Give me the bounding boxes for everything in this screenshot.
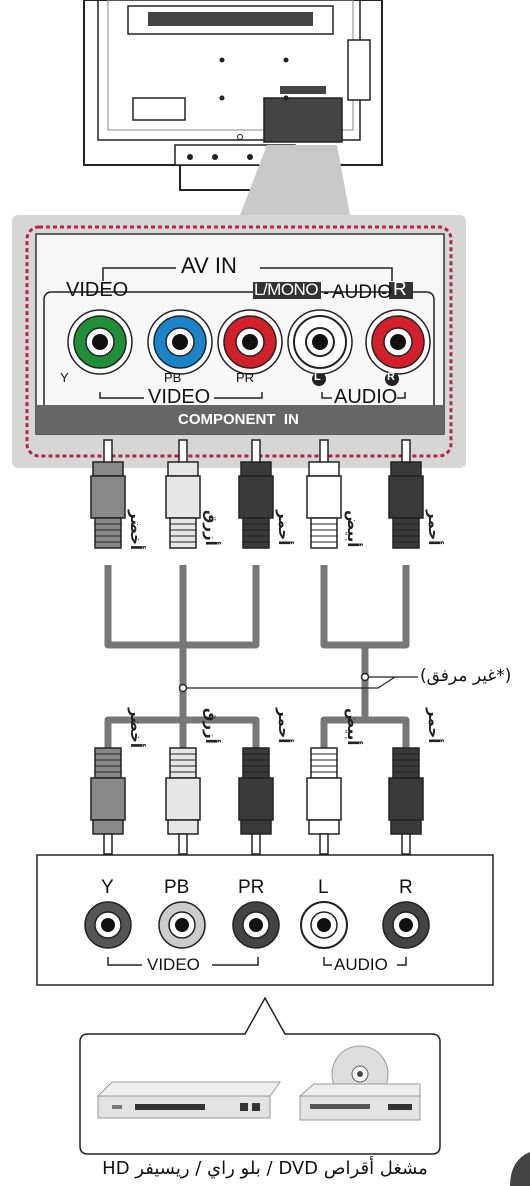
component-in-label: COMPONENT IN [178,411,299,428]
device-jack-label-pr: PR [238,877,265,898]
lower-cable-color-2: أزرق [202,708,220,744]
jack-label-y: Y [60,370,69,385]
cable-wires [104,565,410,760]
upper-cable-color-5: أحمر [425,510,443,546]
panel-dash-2: - [381,282,387,302]
upper-plug-blue [165,439,201,549]
upper-plugs [90,439,424,549]
device-jack-label-r: R [399,877,413,898]
upper-cable-color-1: أخضر [127,510,145,551]
panel-dash-1: - [323,282,329,302]
device-jack-y [84,901,132,949]
av-in-label: AV IN [181,253,237,278]
device-audio-group-label: AUDIO [334,955,388,974]
not-supplied-pointer [178,672,418,693]
lower-plug-green [90,747,126,855]
upper-cable-color-2: أزرق [202,510,220,546]
device-caption: مشغل أقراص DVD / بلو راي / ريسيفر HD [102,1158,428,1179]
device-jack-label-l: L [318,877,329,898]
jack-label-pr: PR [236,370,255,385]
device-jack-r [382,901,430,949]
lower-cable-color-3: أحمر [275,708,293,744]
upper-cable-color-3: أحمر [275,510,293,546]
device-video-group-label: VIDEO [147,955,200,974]
lower-plug-red [388,747,424,855]
lower-cable-color-4: أبيض [344,708,362,746]
tv-back-illustration [83,0,383,215]
jack-audio-r-red [365,309,431,375]
lower-plugs [90,747,424,855]
upper-plug-green [90,439,126,549]
device-jack-label-pb: PB [164,877,190,898]
tv-jacks [67,309,431,375]
jack-label-r: R [387,371,395,383]
device-callout [79,996,441,1155]
disc-player-icon [298,1045,421,1121]
jack-label-l: L [314,371,321,383]
video-label: VIDEO [66,279,129,301]
page-corner-accent [510,1152,530,1186]
device-jack-pb [158,901,206,949]
device-jacks [84,901,430,949]
r-label: R [393,279,407,300]
jack-pr-red [217,309,283,375]
upper-plug-red [388,439,424,549]
video-group-label: VIDEO [148,386,211,408]
jack-audio-l-white [287,309,353,375]
device-jack-l [300,901,348,949]
device-jack-label-y: Y [101,877,114,898]
lower-plug-white [306,747,342,855]
lower-plug-red [238,747,274,855]
jack-pb-blue [147,309,213,375]
upper-plug-white [306,439,342,549]
dvd-player-icon [96,1081,281,1119]
device-jack-pr [232,901,280,949]
lmono-label: L/MONO [254,280,319,299]
audio-group-label: AUDIO [334,386,398,408]
upper-cable-color-4: أبيض [344,510,362,548]
jack-label-pb: PB [164,370,182,385]
jack-y-green [67,309,133,375]
audio-label: AUDIO [332,282,393,303]
not-supplied-note: (*غير مرفق) [420,666,512,686]
lower-plug-blue [165,747,201,855]
lower-cable-color-5: أحمر [425,708,443,744]
lower-cable-color-1: أخضر [127,708,145,749]
upper-plug-red [238,439,274,549]
